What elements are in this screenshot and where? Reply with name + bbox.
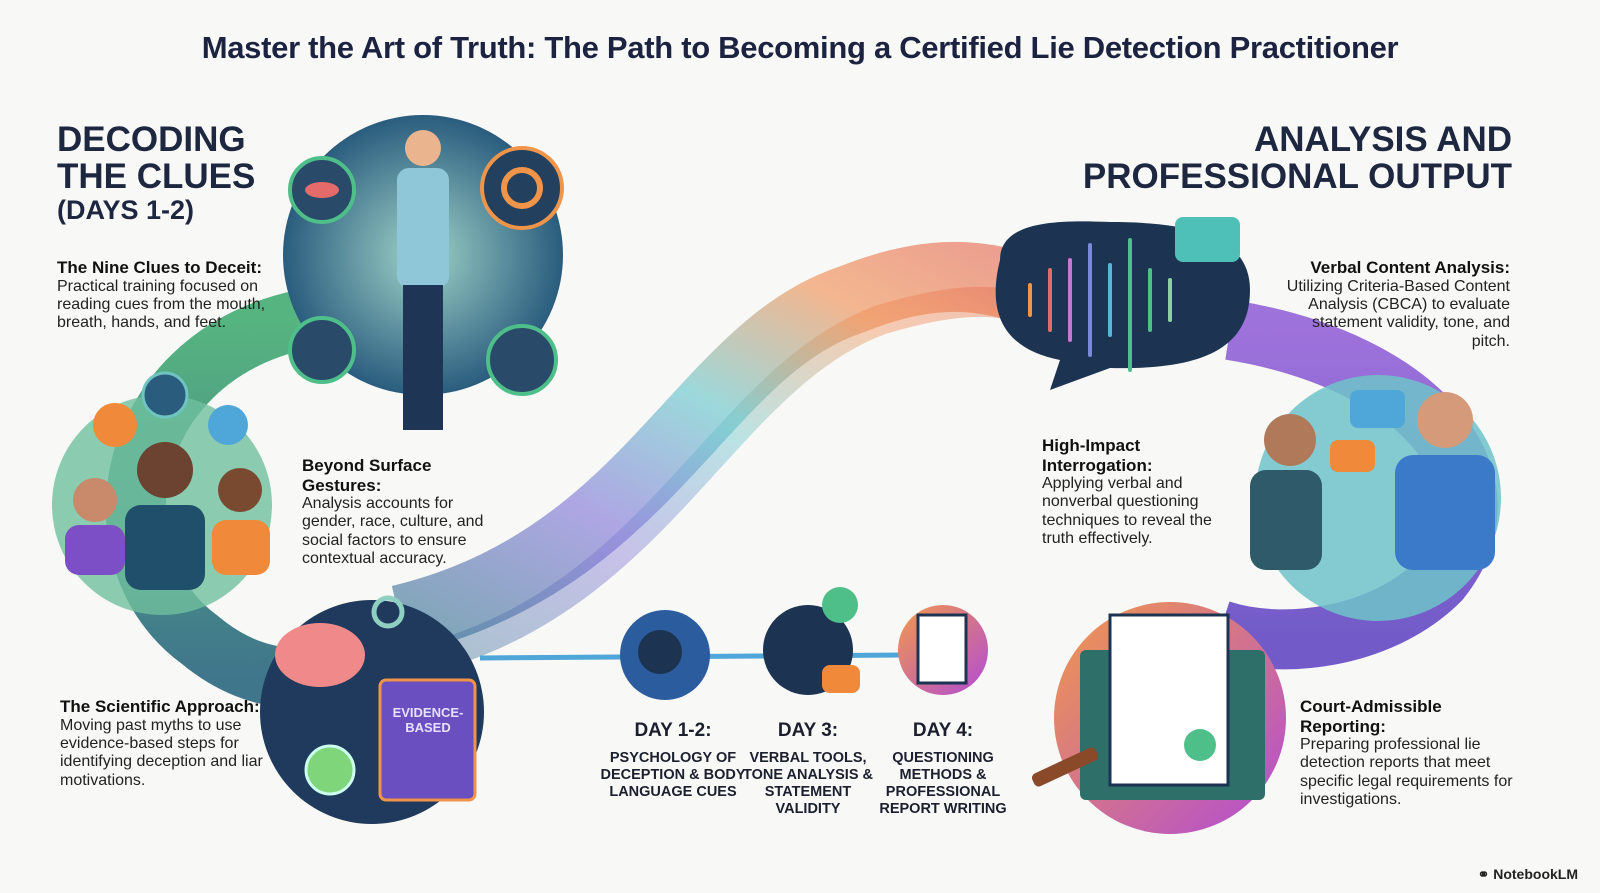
left-section-heading: DECODING THE CLUES (DAYS 1-2) [57,120,256,225]
block-text: Practical training focused on reading cu… [57,277,266,332]
message-icon [1175,217,1240,262]
central-ribbon [391,241,1072,655]
notebooklm-logo: ⚭ NotebookLM [1478,866,1578,883]
chat-dots-icon [822,665,860,693]
heading-line: DECODING [57,120,246,159]
day-title: DAY 3: [777,720,839,741]
seal-icon [1184,729,1216,761]
gear-icon [371,595,405,629]
block-title: The Scientific Approach: [60,697,260,716]
gavel-icon [1031,747,1099,787]
heading-line: THE CLUES [57,156,256,196]
block-title: The Nine Clues to Deceit: [57,258,262,277]
block-title: High-Impact Interrogation: [1042,436,1153,475]
day-text: VERBAL TOOLS, TONE ANALYSIS & STATEMENT … [743,750,873,817]
evidence-book [378,678,477,802]
gear-magnifier-icon [480,146,564,230]
notebooklm-icon: ⚭ [1477,866,1494,882]
chat-bubble-orange [1330,440,1375,472]
day-text: QUESTIONING METHODS & PROFESSIONAL REPOR… [879,750,1007,817]
right-section-heading: ANALYSIS AND PROFESSIONAL OUTPUT [1082,120,1512,196]
voice-bubble [995,221,1250,390]
block-text: Analysis accounts for gender, race, cult… [302,495,484,568]
block-interrogation: High-Impact Interrogation: Applying verb… [1042,436,1227,549]
block-title: Beyond Surface Gestures: [302,456,432,495]
soundwave-icon [1028,238,1172,372]
day-3-label: DAY 3: VERBAL TOOLS, TONE ANALYSIS & STA… [733,720,883,818]
block-nine-clues: The Nine Clues to Deceit: Practical trai… [57,258,272,333]
block-title: Court-Admissible Reporting: [1300,697,1442,736]
day-text: PSYCHOLOGY OF DECEPTION & BODY LANGUAGE … [600,750,746,800]
day-4-label: DAY 4: QUESTIONING METHODS & PROFESSIONA… [868,720,1018,818]
foot-icon [486,324,558,396]
block-beyond: Beyond Surface Gestures: Analysis accoun… [302,456,502,569]
person-icon [397,130,449,430]
book-label: EVIDENCE-BASED [392,705,464,735]
block-text: Moving past myths to use evidence-based … [60,716,263,789]
hand-icon [288,316,356,384]
female-symbol-icon [93,403,137,447]
block-text: Applying verbal and nonverbal questionin… [1042,475,1212,548]
block-reporting: Court-Admissible Reporting: Preparing pr… [1300,697,1515,810]
check-icon [822,587,858,623]
document-icon [1108,613,1230,787]
block-verbal: Verbal Content Analysis: Utilizing Crite… [1285,258,1510,351]
heading-line: ANALYSIS AND [1253,120,1512,159]
heading-line: PROFESSIONAL OUTPUT [1082,156,1512,196]
day-title: DAY 4: [912,720,974,741]
block-scientific: The Scientific Approach: Moving past myt… [60,697,265,790]
day-1-2-label: DAY 1-2: PSYCHOLOGY OF DECEPTION & BODY … [598,720,748,801]
block-text: Utilizing Criteria-Based Content Analysi… [1286,277,1510,350]
heading-sub: (DAYS 1-2) [57,194,195,225]
chat-bubble-blue [1350,390,1405,428]
flask-icon [304,744,356,796]
brain-icon [275,623,365,687]
day-title: DAY 1-2: [634,720,712,741]
report-pen-icon [916,613,968,685]
block-title: Verbal Content Analysis: [1310,258,1510,277]
block-text: Preparing professional lie detection rep… [1300,736,1513,809]
globe-icon [141,371,189,419]
chat-icon [208,405,248,445]
page-title: Master the Art of Truth: The Path to Bec… [201,30,1399,65]
brand-text: NotebookLM [1493,866,1578,882]
